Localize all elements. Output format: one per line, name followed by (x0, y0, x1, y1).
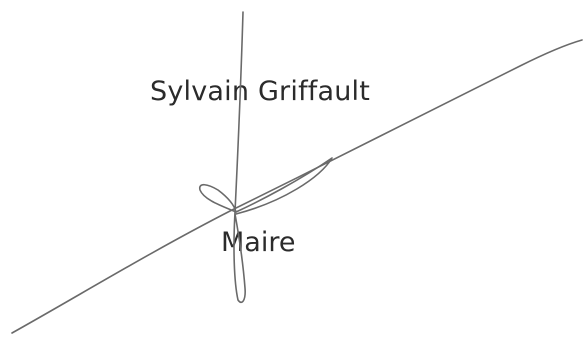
signature-leaf (235, 157, 333, 215)
signature-vertical-stroke (233, 11, 246, 304)
signature-loop (198, 183, 237, 213)
signatory-name: Sylvain Griffault (150, 76, 371, 107)
signature-long-stroke (11, 39, 583, 334)
